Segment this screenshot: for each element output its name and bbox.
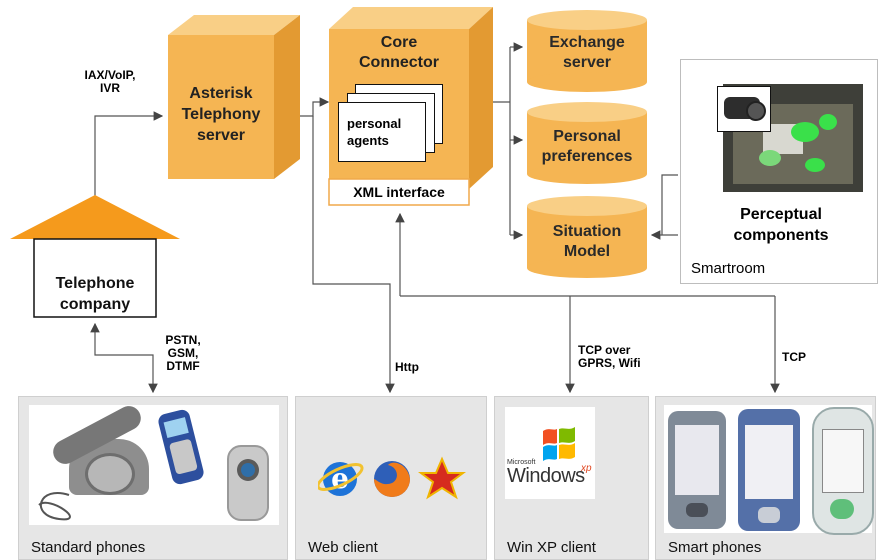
asterisk-label: Asterisk Telephony server — [168, 83, 274, 146]
asterisk-cube — [168, 15, 300, 179]
cylinders — [527, 10, 647, 278]
iax-line2: IVR — [99, 81, 120, 95]
preferences-line2: preferences — [541, 148, 633, 165]
web-client-panel: e Web client — [295, 396, 487, 560]
http-label: Http — [395, 360, 419, 374]
mobile-phone-icon — [156, 408, 206, 486]
pda-phone-3-icon — [812, 407, 874, 535]
smart-phones-panel: Smart phones — [655, 396, 876, 560]
preferences-cylinder — [527, 102, 647, 184]
standard-phones-image — [29, 401, 279, 525]
firefox-icon — [374, 461, 410, 497]
microsoft-text: Microsoft — [507, 459, 536, 466]
perceptual-line2: components — [733, 227, 829, 244]
tcp-gprs-label: TCP over GPRS, Wifi — [578, 344, 658, 370]
standard-phones-label: Standard phones — [31, 539, 146, 556]
preferences-line1: Personal — [553, 128, 621, 145]
star-browser-icon — [418, 456, 466, 500]
pda-phone-2-icon — [738, 409, 800, 531]
internet-explorer-icon: e — [318, 462, 364, 496]
telephone-line2: company — [59, 296, 131, 313]
asterisk-line3: server — [196, 127, 246, 144]
situation-line1: Situation — [552, 223, 622, 240]
iax-line1: IAX/VoIP, — [84, 68, 136, 82]
situation-cylinder — [527, 196, 647, 278]
pstn-label: PSTN, GSM, DTMF — [158, 334, 208, 373]
pda-phone-1-icon — [668, 411, 726, 529]
windows-text: Windows — [507, 465, 585, 487]
smart-phones-label: Smart phones — [668, 539, 762, 556]
tcp-label: TCP — [782, 350, 806, 364]
xp-text: xp — [581, 463, 592, 474]
exchange-line1: Exchange — [549, 34, 625, 51]
win-xp-client-label: Win XP client — [507, 539, 596, 556]
exchange-cylinder — [527, 10, 647, 92]
exchange-server-label: Exchange server — [527, 33, 647, 73]
core-title-line2: Connector — [359, 54, 439, 71]
personal-preferences-label: Personal preferences — [527, 127, 647, 167]
telephone-company-label: Telephone company — [34, 273, 156, 315]
situation-model-label: Situation Model — [527, 222, 647, 262]
xml-interface-label: XML interface — [353, 184, 445, 200]
iax-label: IAX/VoIP, IVR — [80, 69, 140, 95]
perceptual-line1: Perceptual — [740, 206, 822, 223]
smartroom-box: Perceptual components Smartroom — [680, 59, 878, 284]
situation-line2: Model — [563, 243, 611, 260]
flip-phone-icon — [227, 445, 269, 521]
agents-line2: agents — [347, 133, 389, 148]
smart-phones-image — [664, 405, 874, 535]
perceptual-components-label: Perceptual components — [701, 204, 861, 246]
core-connector-title: Core Connector — [329, 33, 469, 73]
core-title-line1: Core — [380, 34, 418, 51]
tcp-gprs-line2: GPRS, Wifi — [578, 356, 641, 370]
tcp-gprs-line1: TCP over — [578, 343, 631, 357]
agents-line1: personal — [347, 116, 402, 131]
telephone-line1: Telephone — [55, 275, 135, 292]
asterisk-line2: Telephony — [181, 106, 261, 123]
windows-flag-icon — [543, 427, 575, 461]
pstn-line3: DTMF — [166, 359, 200, 373]
camera-icon — [717, 86, 771, 132]
browser-icons: e — [318, 456, 466, 500]
exchange-line2: server — [562, 54, 612, 71]
standard-phones-panel: Standard phones — [18, 396, 288, 560]
windows-xp-logo: Microsoft Windows xp — [505, 407, 595, 499]
pstn-line2: GSM, — [167, 346, 199, 360]
smartroom-label: Smartroom — [691, 260, 766, 277]
web-client-label: Web client — [308, 539, 378, 556]
asterisk-line1: Asterisk — [189, 85, 253, 102]
win-xp-panel: Microsoft Windows xp Win XP client — [494, 396, 649, 560]
pstn-line1: PSTN, — [165, 333, 201, 347]
telephone-company-house — [10, 195, 180, 318]
personal-agents-card: personal agents — [338, 102, 426, 162]
